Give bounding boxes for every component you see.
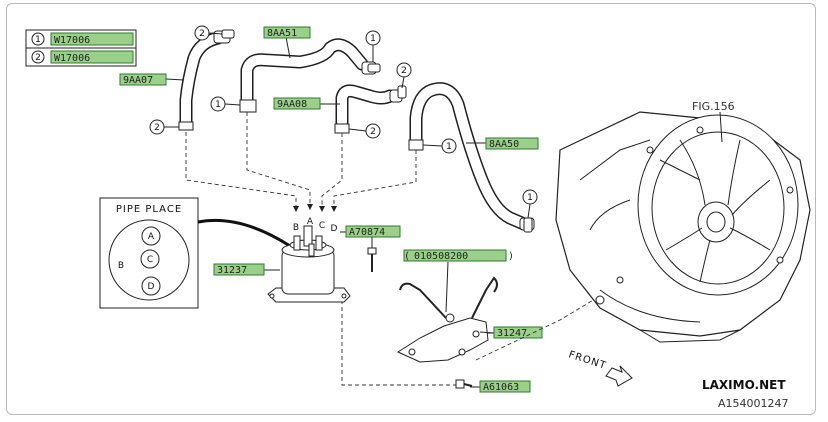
label-010508200-pill[interactable] (403, 249, 507, 262)
legend-code-1-pill[interactable] (50, 32, 134, 46)
label-9aa08: 9AA08 (277, 99, 307, 110)
connector-letters: B A C D (293, 204, 338, 234)
callout-1-mid: 1 (446, 142, 452, 152)
part-labels: 9AA07 8AA51 9AA08 8AA50 A70874 31237 010… (119, 26, 543, 393)
label-a61063: A61063 (483, 382, 519, 393)
label-9aa08-pill[interactable] (273, 97, 321, 110)
pipe-port-c: C (147, 255, 153, 265)
pipe-port-d: D (148, 282, 155, 292)
label-31237-pill[interactable] (213, 263, 265, 276)
label-8aa50: 8AA50 (489, 139, 519, 150)
pipe-place-title: PIPE PLACE (116, 204, 182, 215)
label-31237: 31237 (217, 265, 247, 276)
connector-c: C (319, 221, 325, 231)
dashed-leaders (185, 112, 601, 386)
transmission-housing: FIG.156 (555, 100, 811, 343)
front-arrow: FRONT (567, 349, 633, 387)
legend-num-2: 2 (35, 53, 41, 63)
legend: 1 W17006 2 W17006 (25, 29, 137, 67)
callout-1-left: 1 (215, 100, 221, 110)
callout-2-top: 2 (199, 29, 205, 39)
connector-d: D (331, 224, 338, 234)
label-8aa50-pill[interactable] (485, 137, 539, 150)
legend-code-2-pill[interactable] (50, 50, 134, 64)
watermark: LAXIMO.NET (702, 378, 786, 392)
fig-reference[interactable]: FIG.156 (692, 100, 735, 113)
connector-b: B (293, 223, 299, 233)
legend-code-1: W17006 (54, 35, 90, 46)
label-a61063-pill[interactable] (479, 380, 531, 393)
pipe-place-box: PIPE PLACE A B C D (99, 197, 291, 309)
label-9aa07-pill[interactable] (119, 73, 167, 86)
label-8aa51-pill[interactable] (263, 26, 311, 39)
callout-1-top: 1 (370, 34, 376, 44)
bracket-31247 (396, 261, 498, 363)
callout-2-left: 2 (154, 123, 160, 133)
clip-callouts: 2 1 2 1 2 2 1 1 (149, 25, 538, 219)
pipe-port-b: B (118, 261, 124, 271)
label-31247: 31247 (497, 328, 527, 339)
image-code: A154001247 (718, 397, 789, 410)
legend-code-2: W17006 (54, 53, 90, 64)
legend-num-1: 1 (35, 35, 41, 45)
bolt-a61063 (455, 379, 473, 389)
connector-a: A (307, 217, 314, 227)
callout-1-bottom: 1 (527, 193, 533, 203)
oil-cooler (267, 225, 351, 303)
pipe-port-a: A (148, 232, 155, 242)
label-a70874: A70874 (349, 227, 385, 238)
label-9aa07: 9AA07 (123, 75, 153, 86)
clamp-parts (221, 29, 533, 233)
label-8aa51: 8AA51 (267, 28, 297, 39)
bolt-a70874 (367, 237, 377, 272)
label-010508200-paren-open: ( (404, 251, 410, 262)
label-a70874-pill[interactable] (345, 225, 401, 238)
callout-2-right: 2 (401, 66, 407, 76)
hose-9aa07 (178, 30, 231, 131)
hose-8aa50 (408, 82, 535, 231)
hose-9aa08 (334, 84, 403, 134)
label-010508200-paren-close: ) (508, 251, 514, 262)
callout-2-mid: 2 (370, 127, 376, 137)
label-010508200: 010508200 (414, 251, 468, 262)
front-label: FRONT (567, 349, 608, 372)
